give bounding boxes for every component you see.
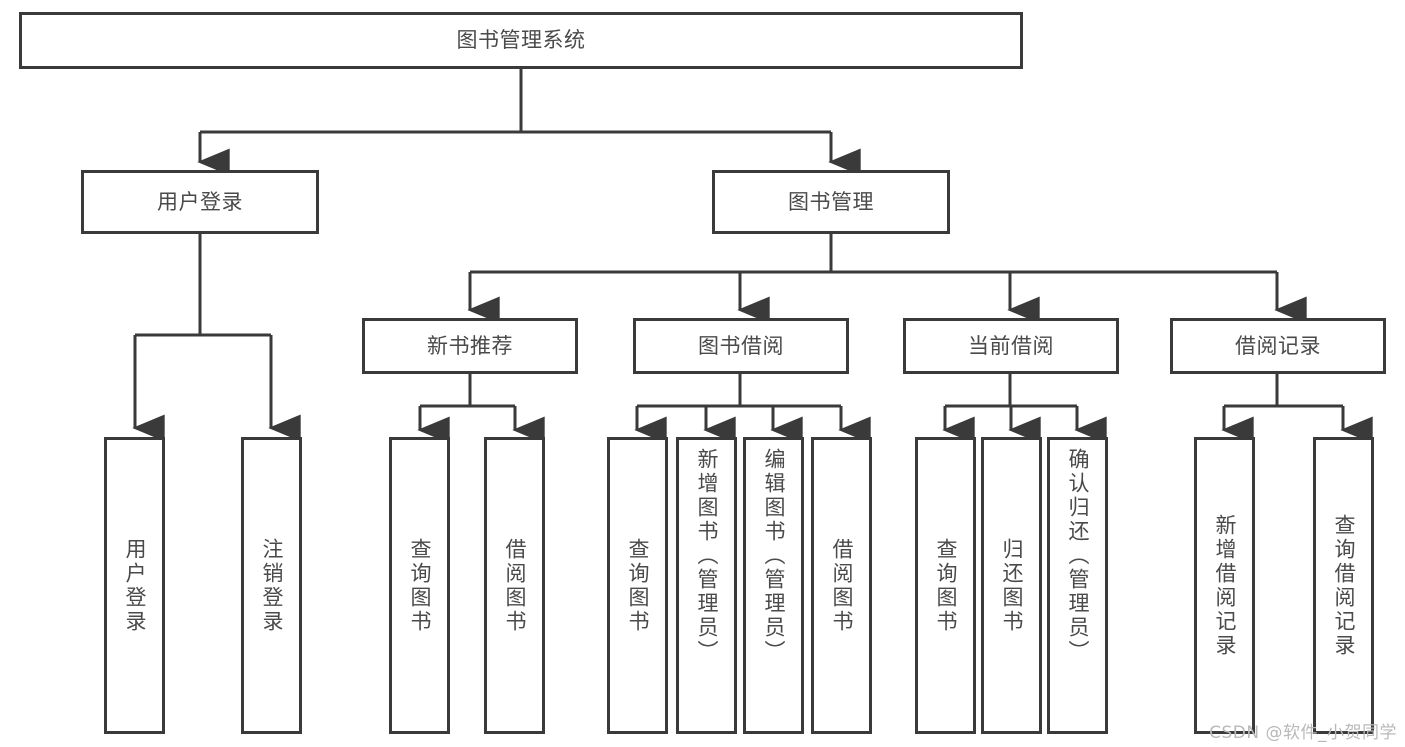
leaf-current-borrow-query-book[interactable]: 查询图书 <box>915 437 976 734</box>
leaf-book-borrow-edit-book[interactable]: 编辑图书（管理员） <box>743 437 804 734</box>
node-book-borrow-label: 图书借阅 <box>698 333 784 358</box>
leaf-label: 编辑图书（管理员） <box>762 448 786 664</box>
node-new-book-recommend-label: 新书推荐 <box>427 333 513 358</box>
node-current-borrow[interactable]: 当前借阅 <box>903 318 1119 374</box>
node-root-label: 图书管理系统 <box>456 28 586 53</box>
node-borrow-record[interactable]: 借阅记录 <box>1170 318 1386 374</box>
leaf-book-borrow-add-book[interactable]: 新增图书（管理员） <box>676 437 737 734</box>
leaf-book-borrow-query-book[interactable]: 查询图书 <box>607 437 668 734</box>
leaf-label: 用户登录 <box>123 537 147 634</box>
node-new-book-recommend[interactable]: 新书推荐 <box>362 318 578 374</box>
node-current-borrow-label: 当前借阅 <box>968 333 1054 358</box>
leaf-new-book-borrow-book[interactable]: 借阅图书 <box>484 437 545 734</box>
leaf-label: 确认归还（管理员） <box>1066 448 1090 664</box>
csdn-watermark: CSDN @软件_小贺同学 <box>1209 723 1397 743</box>
leaf-label: 新增借阅记录 <box>1213 513 1237 658</box>
leaf-user-login-logout[interactable]: 注销登录 <box>241 437 302 734</box>
leaf-label: 查询图书 <box>934 537 958 634</box>
leaf-label: 归还图书 <box>1000 537 1024 634</box>
leaf-label: 查询图书 <box>408 537 432 634</box>
leaf-label: 借阅图书 <box>503 537 527 634</box>
leaf-borrow-record-query-record[interactable]: 查询借阅记录 <box>1313 437 1374 734</box>
leaf-label: 查询借阅记录 <box>1332 513 1356 658</box>
node-user-login[interactable]: 用户登录 <box>81 170 319 234</box>
leaf-label: 注销登录 <box>260 537 284 634</box>
leaf-label: 查询图书 <box>626 537 650 634</box>
node-borrow-record-label: 借阅记录 <box>1235 333 1321 358</box>
leaf-book-borrow-borrow-book[interactable]: 借阅图书 <box>811 437 872 734</box>
leaf-label: 借阅图书 <box>830 537 854 634</box>
leaf-borrow-record-add-record[interactable]: 新增借阅记录 <box>1194 437 1255 734</box>
node-root[interactable]: 图书管理系统 <box>19 12 1023 69</box>
leaf-user-login-login[interactable]: 用户登录 <box>104 437 165 734</box>
node-user-login-label: 用户登录 <box>157 189 243 214</box>
node-book-borrow[interactable]: 图书借阅 <box>633 318 849 374</box>
node-book-management[interactable]: 图书管理 <box>712 170 950 234</box>
node-book-management-label: 图书管理 <box>788 189 874 214</box>
leaf-label: 新增图书（管理员） <box>695 448 719 664</box>
leaf-current-borrow-confirm-return[interactable]: 确认归还（管理员） <box>1047 437 1108 734</box>
leaf-new-book-query-book[interactable]: 查询图书 <box>389 437 450 734</box>
leaf-current-borrow-return-book[interactable]: 归还图书 <box>981 437 1042 734</box>
